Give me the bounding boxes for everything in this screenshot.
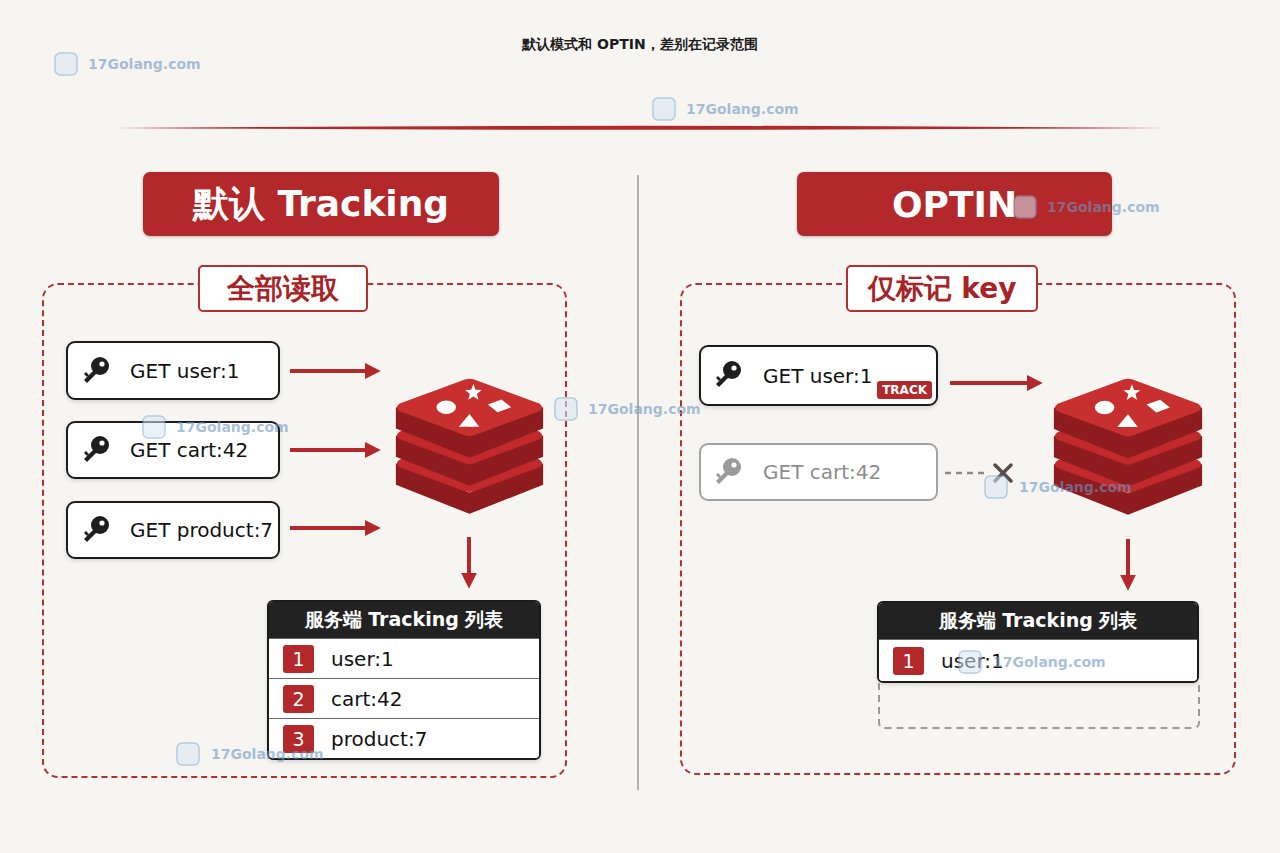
redis-icon (396, 379, 543, 514)
watermark: 17Golang.com (88, 56, 201, 72)
row-number: 2 (283, 685, 314, 713)
title-underline (115, 126, 1165, 130)
watermark-icon (653, 98, 675, 120)
watermark: 17Golang.com (211, 746, 324, 762)
section-header: 默认 Tracking (193, 180, 449, 229)
watermark: 17Golang.com (588, 401, 701, 417)
track-badge: TRACK (877, 381, 932, 399)
output-arrow (467, 537, 471, 584)
tracking-table: 服务端 Tracking 列表1user:12cart:423product:7 (267, 600, 541, 760)
command-text: GET user:1 (763, 347, 872, 404)
command-box: GET user:1TRACK (699, 345, 938, 406)
request-arrow (290, 526, 376, 530)
section-header: OPTIN (892, 184, 1017, 225)
output-arrow (1126, 539, 1130, 586)
table-row: 2 cart:42 (269, 678, 539, 718)
region-label: 全部读取 (198, 265, 368, 312)
request-arrow (290, 369, 376, 373)
watermark: 17Golang.com (686, 101, 799, 117)
watermark: 17Golang.com (993, 654, 1106, 670)
command-text: GET product:7 (130, 503, 273, 557)
tracking-table: 服务端 Tracking 列表1user:1 (877, 601, 1199, 683)
table-row: 1 user:1 (269, 638, 539, 678)
key-name: product:7 (331, 727, 427, 751)
command-text: GET user:1 (130, 343, 239, 398)
watermark-icon (55, 53, 77, 75)
key-name: user:1 (331, 647, 394, 671)
command-box: GET user:1 (66, 341, 280, 400)
row-number: 1 (893, 647, 924, 675)
command-text: GET cart:42 (763, 445, 881, 499)
dashed-region: 全部读取GET user:1GET cart:42GET product:7服务… (42, 283, 567, 778)
cross-mark (995, 465, 1011, 481)
diagram-title: 默认模式和 OPTIN，差别在记录范围 (0, 36, 1280, 54)
empty-row (879, 683, 1199, 728)
blocked-line (945, 472, 988, 475)
watermark: 17Golang.com (176, 419, 289, 435)
region-label: 仅标记 key (846, 265, 1038, 312)
watermark: 17Golang.com (1019, 479, 1132, 495)
row-number: 1 (283, 645, 314, 673)
skipped-command-box: GET cart:42 (699, 443, 938, 501)
command-box: GET product:7 (66, 501, 280, 559)
section-header-band: 默认 Tracking (143, 172, 499, 236)
dashed-region: 仅标记 keyGET user:1TRACKGET cart:42服务端 Tra… (680, 283, 1236, 775)
table-header: 服务端 Tracking 列表 (269, 602, 539, 638)
watermark: 17Golang.com (1047, 199, 1160, 215)
request-arrow (950, 381, 1038, 385)
request-arrow (290, 448, 376, 452)
watermark-icon (177, 743, 199, 765)
divider-line (637, 175, 639, 790)
watermark-icon (985, 476, 1007, 498)
key-name: cart:42 (331, 687, 403, 711)
table-header: 服务端 Tracking 列表 (879, 603, 1197, 639)
